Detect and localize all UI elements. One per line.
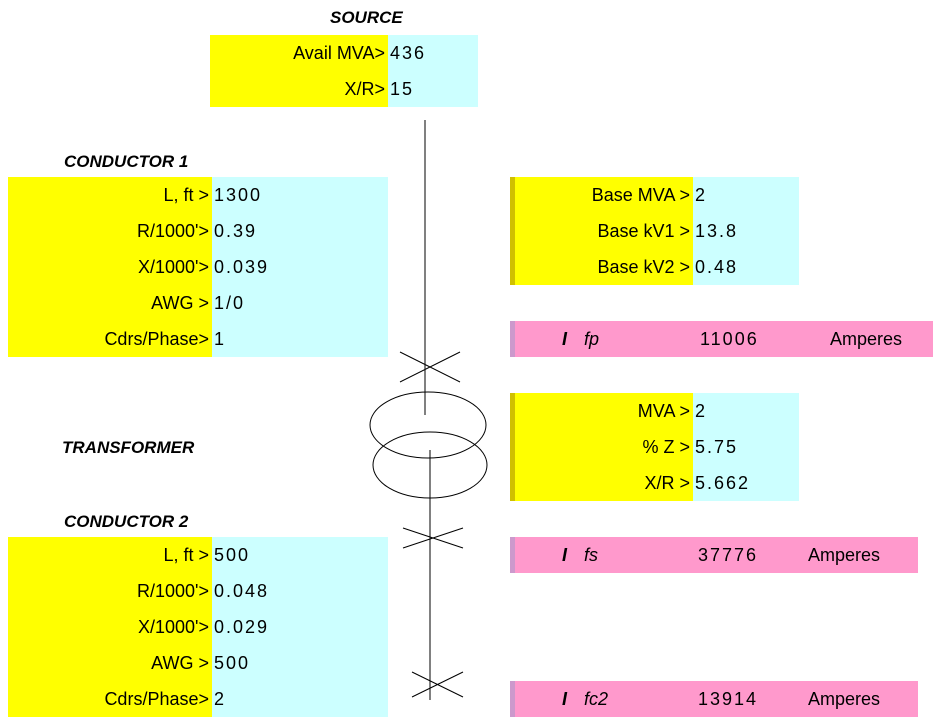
conductor2-r-label: R/1000'> <box>8 573 212 609</box>
result-fs-sub: fs <box>584 545 599 565</box>
conductor1-x-input[interactable]: 0.039 <box>212 249 388 285</box>
result-fs-symbol: I <box>562 545 568 565</box>
conductor2-cdrs-input[interactable]: 2 <box>212 681 388 717</box>
transformer-mva-input[interactable]: 2 <box>693 393 799 429</box>
result-fs-unit: Amperes <box>808 545 881 565</box>
transformer-xr-input[interactable]: 5.662 <box>693 465 799 501</box>
transformer-title: TRANSFORMER <box>62 438 195 457</box>
result-fc2-symbol: I <box>562 689 568 709</box>
conductor1-cdrs-input[interactable]: 1 <box>212 321 388 357</box>
source-avail-mva-input[interactable]: 436 <box>388 35 478 71</box>
source-title: SOURCE <box>330 8 403 27</box>
result-fp: I fp 11006 Amperes <box>510 321 933 357</box>
conductor2-length-input[interactable]: 500 <box>212 537 388 573</box>
base-group-bar <box>510 177 515 285</box>
base-mva-label: Base MVA > <box>515 177 693 213</box>
result-fc2-bar <box>510 681 515 717</box>
conductor1-r-label: R/1000'> <box>8 213 212 249</box>
transformer-winding-primary <box>369 391 487 459</box>
conductor1-cdrs-label: Cdrs/Phase> <box>8 321 212 357</box>
result-fp-sub: fp <box>584 329 600 349</box>
conductor2-r-input[interactable]: 0.048 <box>212 573 388 609</box>
transformer-group-bar <box>510 393 515 501</box>
base-kv1-input[interactable]: 13.8 <box>693 213 799 249</box>
transformer-mva-label: MVA > <box>515 393 693 429</box>
base-kv1-label: Base kV1 > <box>515 213 693 249</box>
result-fc2-sub: fc2 <box>584 689 609 709</box>
conductor2-length-label: L, ft > <box>8 537 212 573</box>
result-fc2: I fc2 13914 Amperes <box>510 681 918 717</box>
conductor1-length-input[interactable]: 1300 <box>212 177 388 213</box>
result-fp-value: 11006 <box>700 329 759 349</box>
conductor1-r-input[interactable]: 0.39 <box>212 213 388 249</box>
base-kv2-input[interactable]: 0.48 <box>693 249 799 285</box>
transformer-xr-label: X/R > <box>515 465 693 501</box>
transformer-winding-secondary <box>372 431 488 499</box>
fault-mark-fc2-b <box>411 671 464 698</box>
conductor2-cdrs-label: Cdrs/Phase> <box>8 681 212 717</box>
result-fc2-value: 13914 <box>698 689 759 709</box>
conductor2-x-input[interactable]: 0.029 <box>212 609 388 645</box>
result-fp-bar <box>510 321 515 357</box>
source-avail-mva-label: Avail MVA> <box>210 35 388 71</box>
base-mva-input[interactable]: 2 <box>693 177 799 213</box>
conductor2-awg-input[interactable]: 500 <box>212 645 388 681</box>
result-fp-symbol: I <box>562 329 568 349</box>
conductor1-title: CONDUCTOR 1 <box>64 152 189 171</box>
conductor1-length-label: L, ft > <box>8 177 212 213</box>
source-xr-label: X/R> <box>210 71 388 107</box>
result-fp-unit: Amperes <box>830 329 903 349</box>
conductor1-awg-input[interactable]: 1/0 <box>212 285 388 321</box>
transformer-z-input[interactable]: 5.75 <box>693 429 799 465</box>
conductor2-x-label: X/1000'> <box>8 609 212 645</box>
result-fs: I fs 37776 Amperes <box>510 537 918 573</box>
source-xr-input[interactable]: 15 <box>388 71 478 107</box>
result-fs-bar <box>510 537 515 573</box>
result-fs-value: 37776 <box>698 545 759 565</box>
conductor1-awg-label: AWG > <box>8 285 212 321</box>
result-fc2-unit: Amperes <box>808 689 881 709</box>
fault-mark-fp-b <box>399 351 461 383</box>
transformer-z-label: % Z > <box>515 429 693 465</box>
base-kv2-label: Base kV2 > <box>515 249 693 285</box>
conductor1-x-label: X/1000'> <box>8 249 212 285</box>
fault-mark-fs-b <box>402 527 464 549</box>
conductor2-title: CONDUCTOR 2 <box>64 512 189 531</box>
conductor2-awg-label: AWG > <box>8 645 212 681</box>
